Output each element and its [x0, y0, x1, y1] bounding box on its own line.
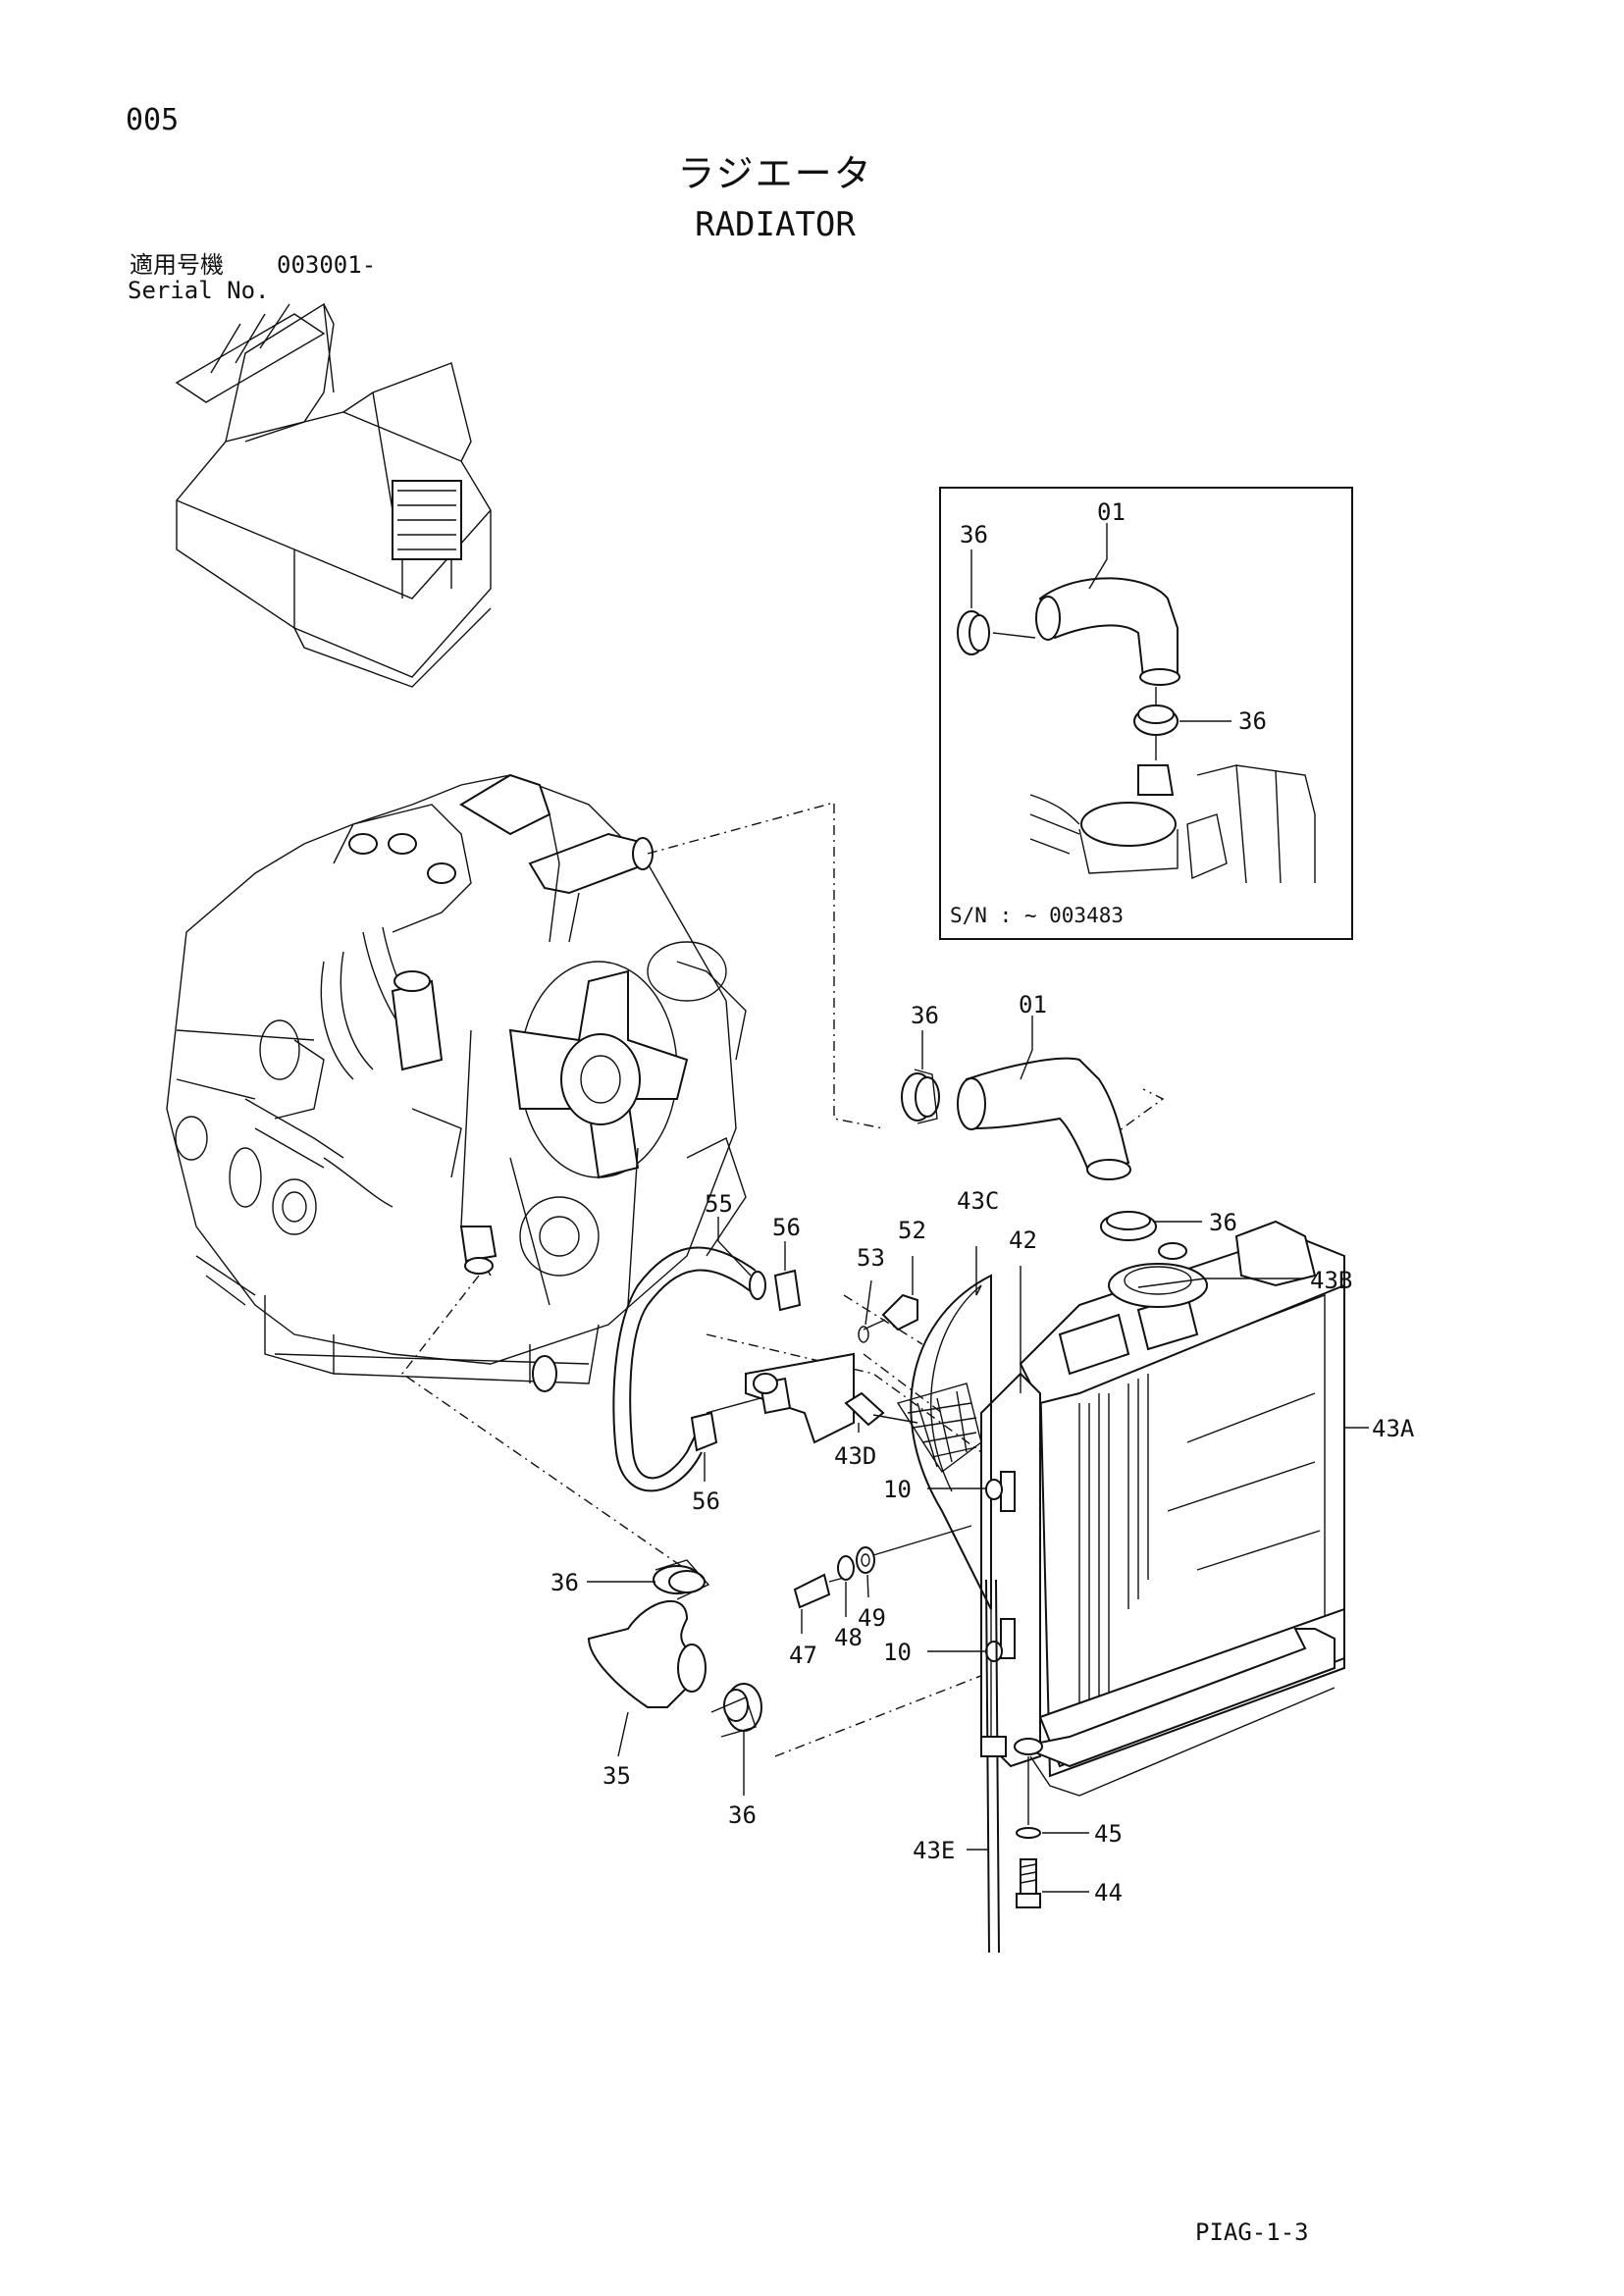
callout-49: 49: [858, 1604, 886, 1632]
serial-label-english: Serial No.: [128, 277, 270, 304]
line-hose-to-clamp: [1108, 1088, 1165, 1139]
engine-illustration: [166, 773, 747, 1392]
callout-36-mid: 36: [1209, 1209, 1237, 1236]
radiator-mounting-bracket: [1017, 1628, 1336, 1768]
line-lower-hose-to-radiator: [774, 1657, 1007, 1757]
overflow-hose-assembly: [612, 1246, 972, 1609]
serial-range: 003001-: [277, 251, 377, 279]
serial-label-japanese: 適用号機: [130, 251, 224, 279]
callout-36-upper: 36: [911, 1002, 939, 1029]
radiator-assembly: [896, 1220, 1345, 1954]
callout-10-top: 10: [883, 1476, 912, 1503]
inset-hose-lower-end: [1139, 668, 1180, 686]
lower-hose-35: [587, 1600, 689, 1708]
callout-leaders: [587, 1016, 1369, 1893]
machine-overview-illustration: [175, 302, 492, 688]
callout-55: 55: [705, 1190, 733, 1218]
lower-hose-assembly: [587, 1559, 762, 1738]
line-outlet-to-clamp: [647, 802, 884, 1129]
callout-47: 47: [789, 1642, 817, 1669]
callout-45: 45: [1094, 1820, 1123, 1848]
engine-water-outlet: [528, 832, 649, 895]
o-ring-53: [858, 1326, 869, 1343]
callout-44: 44: [1094, 1879, 1123, 1906]
inset-serial-note: S/N : ~ 003483: [950, 904, 1124, 927]
callout-01: 01: [1019, 991, 1047, 1018]
inset-hose-end: [1035, 596, 1061, 641]
washer-45: [1016, 1827, 1041, 1839]
callout-35: 35: [602, 1762, 631, 1790]
inset-frame: [939, 487, 1353, 940]
hose-55: [629, 1269, 757, 1480]
page-title-english: RADIATOR: [695, 205, 856, 244]
callout-43B: 43B: [1310, 1267, 1352, 1294]
inset-earlier-serial: 36 01 36 S/N : ~ 003483: [939, 487, 1353, 940]
inset-callout-36-left: 36: [960, 521, 988, 548]
clip-56-bottom: [690, 1411, 718, 1452]
callout-labels: 01 36 36 55 56 52 53 43C 42 43B 43A 43D …: [550, 991, 1415, 1906]
inset-leader-01: [1088, 523, 1108, 590]
callout-36-bottom: 36: [728, 1801, 757, 1829]
callout-43C: 43C: [957, 1187, 999, 1215]
callout-48: 48: [834, 1624, 863, 1651]
callout-52: 52: [898, 1217, 926, 1244]
inset-callout-36-right: 36: [1238, 707, 1267, 735]
footer-code: PIAG-1-3: [1195, 2218, 1309, 2246]
clip-56-top: [773, 1269, 802, 1312]
callout-56-top: 56: [772, 1214, 801, 1241]
line-engine-to-lower-hose: [400, 1275, 688, 1571]
page-number: 005: [126, 103, 180, 137]
fan-shroud-43C: [910, 1274, 992, 1610]
inset-radiator-cap: [1080, 802, 1177, 847]
callout-10-bottom: 10: [883, 1639, 912, 1666]
callout-53: 53: [857, 1244, 885, 1272]
upper-hose-01: [965, 1057, 1130, 1174]
callout-43D: 43D: [834, 1442, 876, 1470]
inset-hose-01: [1038, 577, 1179, 678]
washer-48: [837, 1555, 855, 1581]
callout-42: 42: [1009, 1226, 1037, 1254]
page-title-japanese: ラジエータ: [677, 152, 873, 195]
inset-callout-01: 01: [1097, 498, 1126, 526]
bolt-47: [793, 1573, 831, 1609]
callout-43A: 43A: [1372, 1415, 1415, 1442]
upper-hose-assembly: [901, 1057, 1157, 1241]
line-shroud-bracket: [706, 1333, 982, 1453]
fitting-52: [881, 1293, 918, 1331]
callout-56-bottom: 56: [692, 1487, 720, 1515]
callout-36-left: 36: [550, 1569, 579, 1596]
callout-43E: 43E: [913, 1837, 955, 1864]
washer-49: [856, 1546, 875, 1574]
fan-guard-net: [896, 1383, 982, 1474]
bolt-43D: [844, 1391, 885, 1427]
